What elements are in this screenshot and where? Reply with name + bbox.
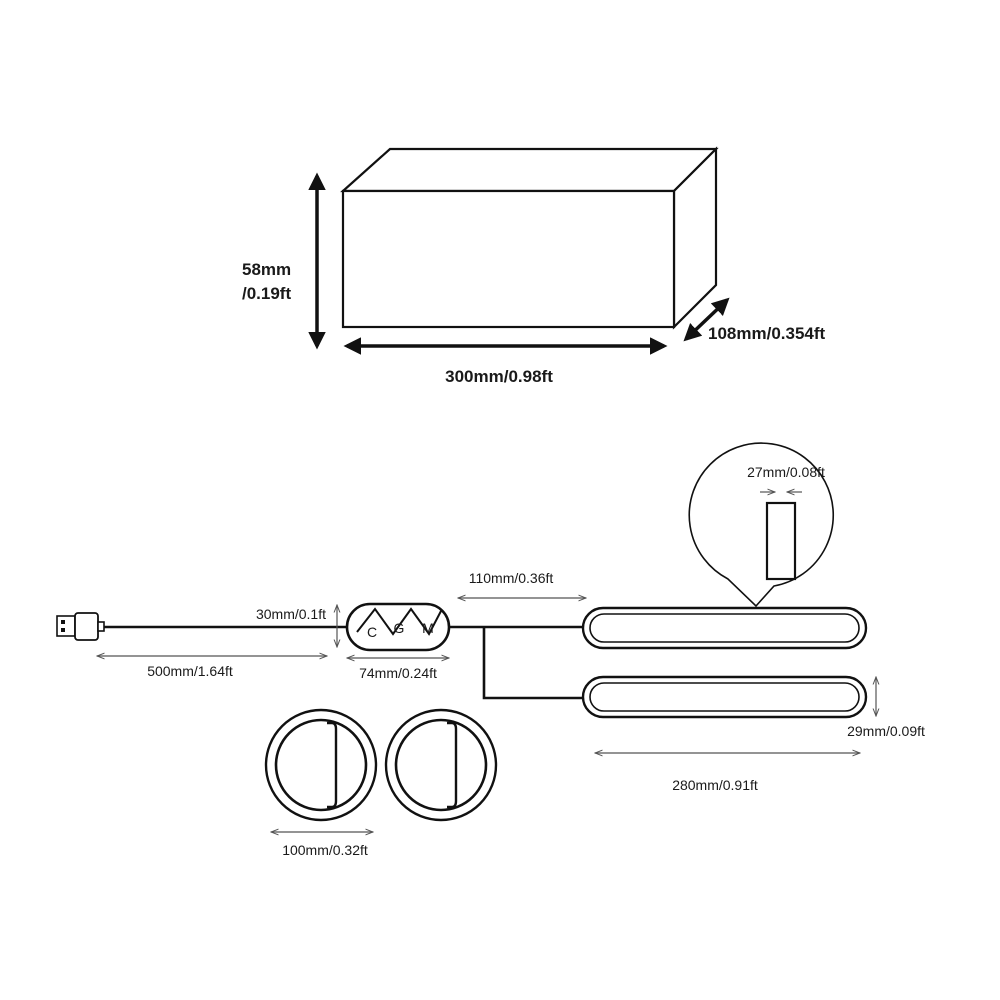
box-height-label-line2: /0.19ft: [242, 284, 291, 303]
strip-top-inner: [589, 613, 860, 643]
disc-left-divider: [327, 721, 338, 809]
box-height-label-line1: 58mm: [242, 260, 291, 279]
controller-height-label: 30mm/0.1ft: [256, 606, 326, 622]
disc-diameter-label: 100mm/0.32ft: [282, 842, 368, 858]
box-top-face: [340, 147, 719, 193]
heating-disc-left: [264, 708, 378, 822]
disc-left-inner: [274, 718, 368, 812]
strip-height-label: 29mm/0.09ft: [847, 723, 925, 739]
controller: C G M: [345, 602, 451, 652]
strip-length-label: 280mm/0.91ft: [672, 777, 758, 793]
controller-button-g: G: [394, 620, 405, 636]
usb-plug-body: [74, 612, 99, 641]
storage-box: [340, 146, 719, 330]
branch-cable: [449, 625, 585, 700]
disc-right-divider: [447, 721, 458, 809]
usb-plug-pin-1: [61, 620, 65, 624]
branch-length-label: 110mm/0.36ft: [469, 570, 554, 586]
box-front-face: [341, 189, 676, 329]
box-length-label: 300mm/0.98ft: [445, 367, 553, 386]
usb-plug-connector: [56, 615, 76, 637]
usb-plug-pin-2: [61, 628, 65, 632]
strip-bottom-inner: [589, 682, 860, 712]
strip-cross-section: [765, 501, 797, 581]
heating-strip-bottom: [581, 675, 868, 719]
usb-plug: [56, 612, 105, 641]
heating-strip-top: [581, 606, 868, 650]
usb-plug-neck: [97, 621, 105, 632]
box-depth-arrow: [683, 297, 730, 342]
controller-button-outline: [356, 607, 442, 636]
disc-right-inner: [394, 718, 488, 812]
box-depth-label: 108mm/0.354ft: [708, 324, 826, 343]
controller-button-m: M: [422, 620, 434, 636]
callout-bubble: [688, 442, 835, 608]
controller-button-c: C: [367, 624, 377, 640]
controller-width-label: 74mm/0.24ft: [359, 665, 437, 681]
thickness-callout: 27mm/0.08ft: [688, 442, 835, 608]
heating-disc-right: [384, 708, 498, 822]
usb-cable-length-label: 500mm/1.64ft: [147, 663, 233, 679]
strip-thickness-label: 27mm/0.08ft: [747, 464, 825, 480]
